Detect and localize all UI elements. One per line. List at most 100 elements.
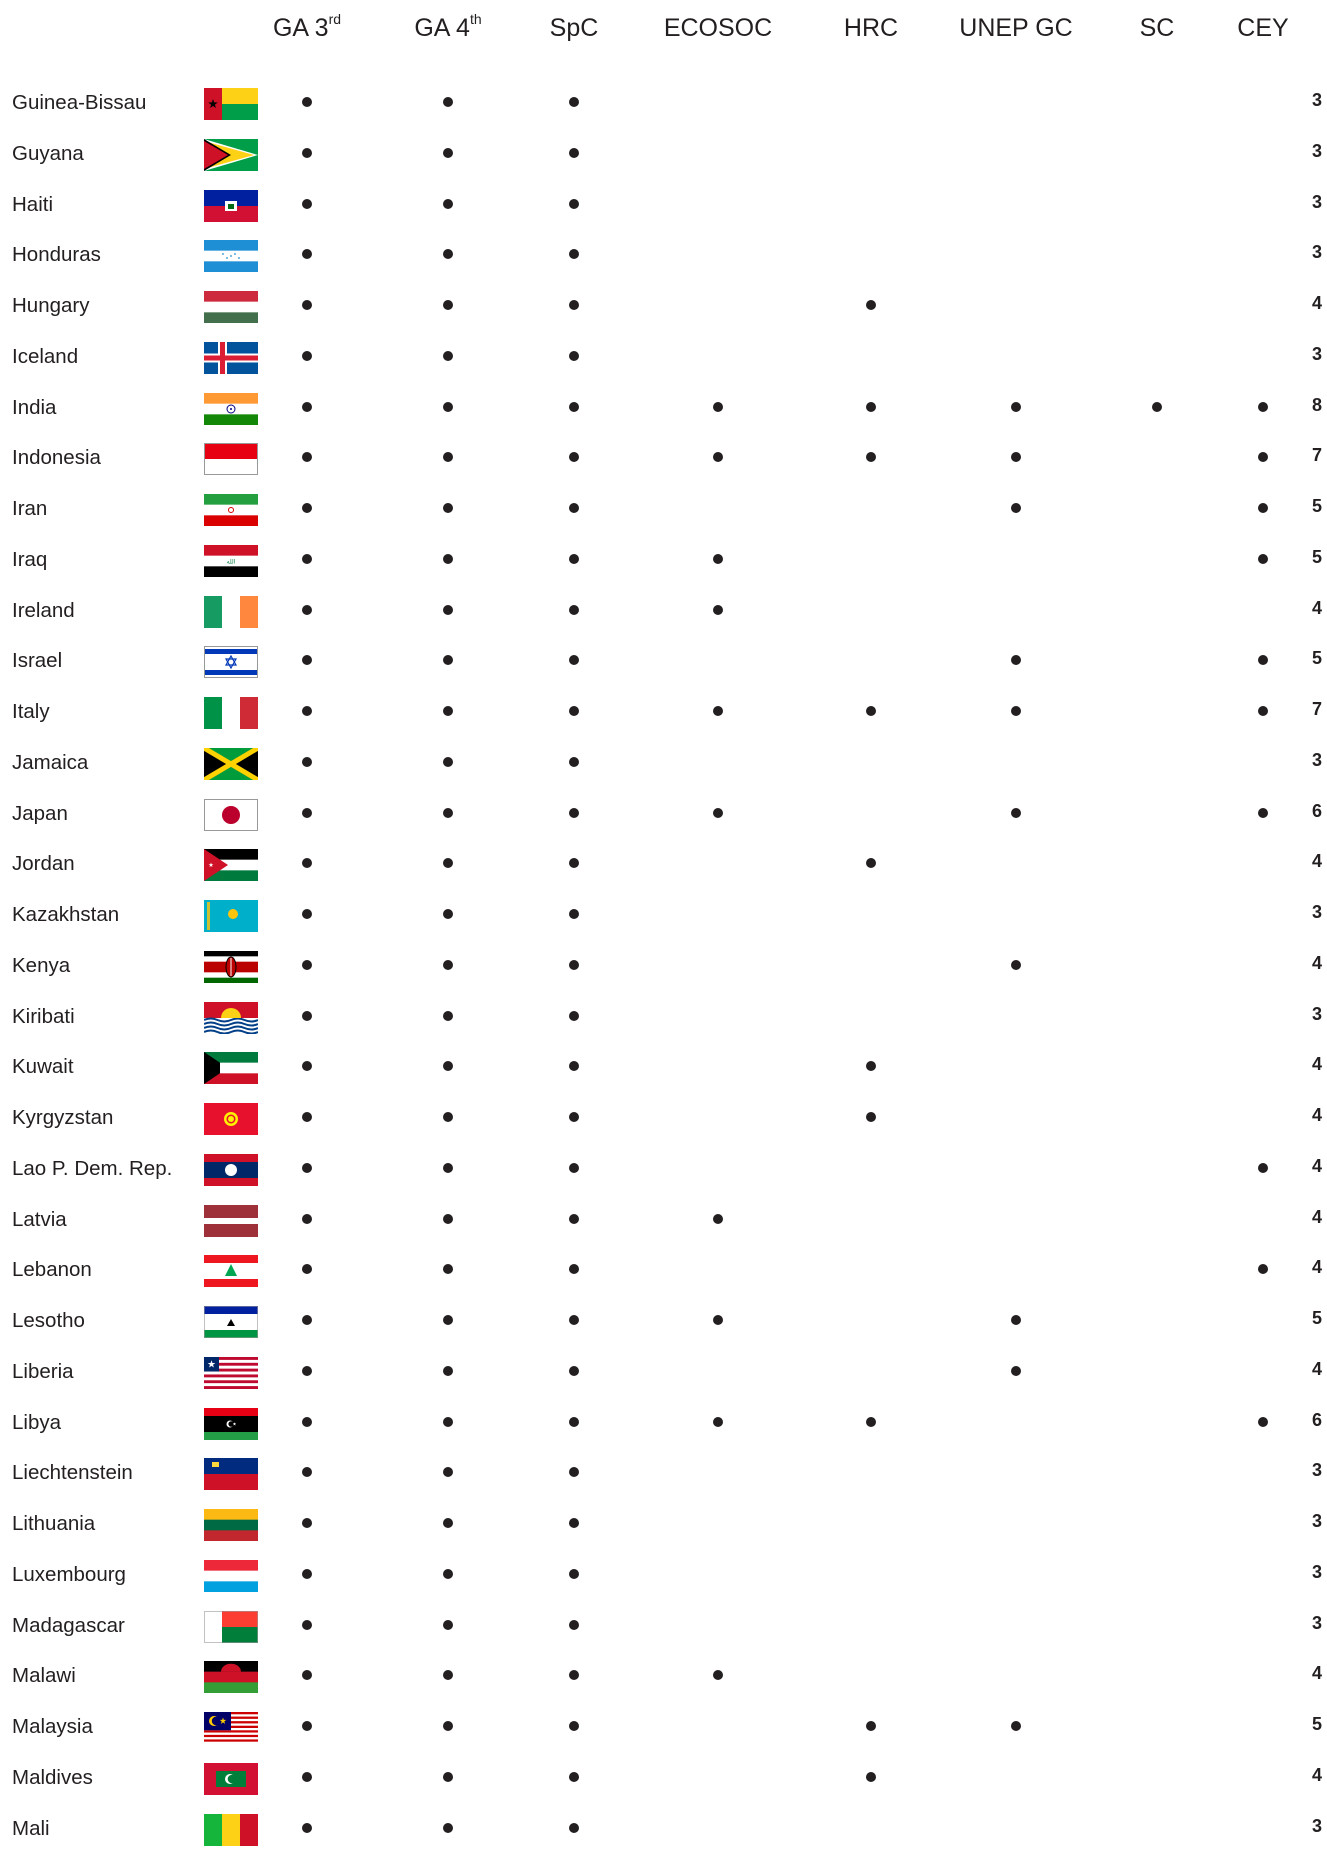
membership-dot [569, 1112, 579, 1122]
membership-dot [302, 706, 312, 716]
membership-dot [302, 553, 312, 564]
membership-dot [569, 553, 579, 564]
membership-dot [302, 1315, 312, 1325]
membership-dot [443, 1670, 453, 1681]
membership-dot [569, 350, 579, 361]
column-header-label: GA 4 [414, 14, 470, 42]
membership-dot [866, 1416, 876, 1427]
membership-dot [866, 1112, 876, 1122]
membership-dot [443, 249, 453, 260]
membership-dot [713, 807, 723, 818]
membership-dot [569, 1315, 579, 1325]
column-header-ordinal: rd [328, 11, 342, 27]
table-row: Maldives 4 [0, 1753, 1327, 1803]
membership-dot [713, 401, 723, 412]
membership-dot [1258, 1162, 1268, 1173]
membership-dot [443, 1213, 453, 1224]
table-row: Liechtenstein 3 [0, 1448, 1327, 1498]
country-name: Liechtenstein [12, 1461, 133, 1485]
membership-total: 5 [1311, 496, 1322, 516]
membership-total: 8 [1311, 394, 1322, 415]
membership-dot [302, 1467, 312, 1478]
membership-total: 3 [1311, 749, 1322, 770]
membership-total: 3 [1311, 1460, 1322, 1481]
country-name: Libya [12, 1410, 62, 1434]
membership-dot [443, 1010, 453, 1021]
membership-dot [569, 1822, 579, 1833]
hungary-flag-icon [204, 291, 258, 323]
membership-dot [569, 1010, 579, 1021]
liechtenstein-flag-icon [204, 1458, 258, 1491]
membership-dot [569, 756, 579, 767]
membership-total: 4 [1311, 851, 1322, 872]
membership-dot [713, 604, 723, 615]
membership-dot [302, 1061, 312, 1072]
luxembourg-flag-icon [204, 1559, 258, 1592]
membership-dot [302, 1721, 312, 1731]
membership-dot [302, 300, 312, 310]
column-header-label: CEY [1237, 14, 1289, 42]
membership-dot [1011, 807, 1021, 818]
membership-dot [302, 756, 312, 767]
malawi-flag-icon [204, 1661, 258, 1694]
membership-dot [443, 452, 453, 463]
country-name: Liberia [12, 1359, 74, 1383]
membership-dot [569, 249, 579, 260]
country-name: Maldives [12, 1765, 93, 1789]
membership-dot [302, 401, 312, 412]
membership-dot [713, 1213, 723, 1224]
membership-dot [569, 147, 579, 158]
membership-total: 4 [1311, 1257, 1322, 1278]
membership-dot [1258, 655, 1268, 666]
membership-dot [1011, 1365, 1021, 1376]
country-name: Honduras [12, 243, 101, 267]
membership-dot [302, 1619, 312, 1630]
membership-dot [713, 1315, 723, 1325]
membership-total: 4 [1311, 1764, 1322, 1785]
membership-dot [443, 147, 453, 158]
membership-dot [1258, 1416, 1268, 1427]
membership-dot [569, 1416, 579, 1427]
membership-dot [443, 1112, 453, 1122]
lesotho-flag-icon [204, 1306, 258, 1338]
membership-dot [713, 1670, 723, 1681]
membership-dot [1011, 1315, 1021, 1325]
membership-total: 4 [1311, 1206, 1322, 1227]
column-header: GA 4th [414, 11, 481, 43]
malaysia-flag-icon [204, 1712, 258, 1744]
membership-total: 6 [1311, 800, 1322, 821]
country-name: Kenya [12, 953, 71, 977]
membership-dot [443, 1518, 453, 1528]
latvia-flag-icon [204, 1204, 258, 1237]
kazakhstan-flag-icon [204, 900, 258, 932]
membership-dot [569, 1670, 579, 1681]
column-header: UNEP GC [959, 14, 1072, 43]
country-name: Jordan [12, 852, 75, 876]
membership-dot [443, 1721, 453, 1731]
country-name: Haiti [12, 192, 54, 216]
japan-flag-icon [204, 798, 258, 831]
mali-flag-icon [204, 1813, 258, 1846]
laos-flag-icon [204, 1153, 258, 1186]
honduras-flag-icon [204, 240, 258, 273]
membership-dot [302, 1771, 312, 1782]
membership-total: 4 [1311, 597, 1322, 618]
membership-dot [302, 97, 312, 107]
membership-dot [569, 1162, 579, 1173]
membership-dot [443, 1619, 453, 1630]
membership-dot [569, 1568, 579, 1579]
membership-dot [569, 198, 579, 209]
